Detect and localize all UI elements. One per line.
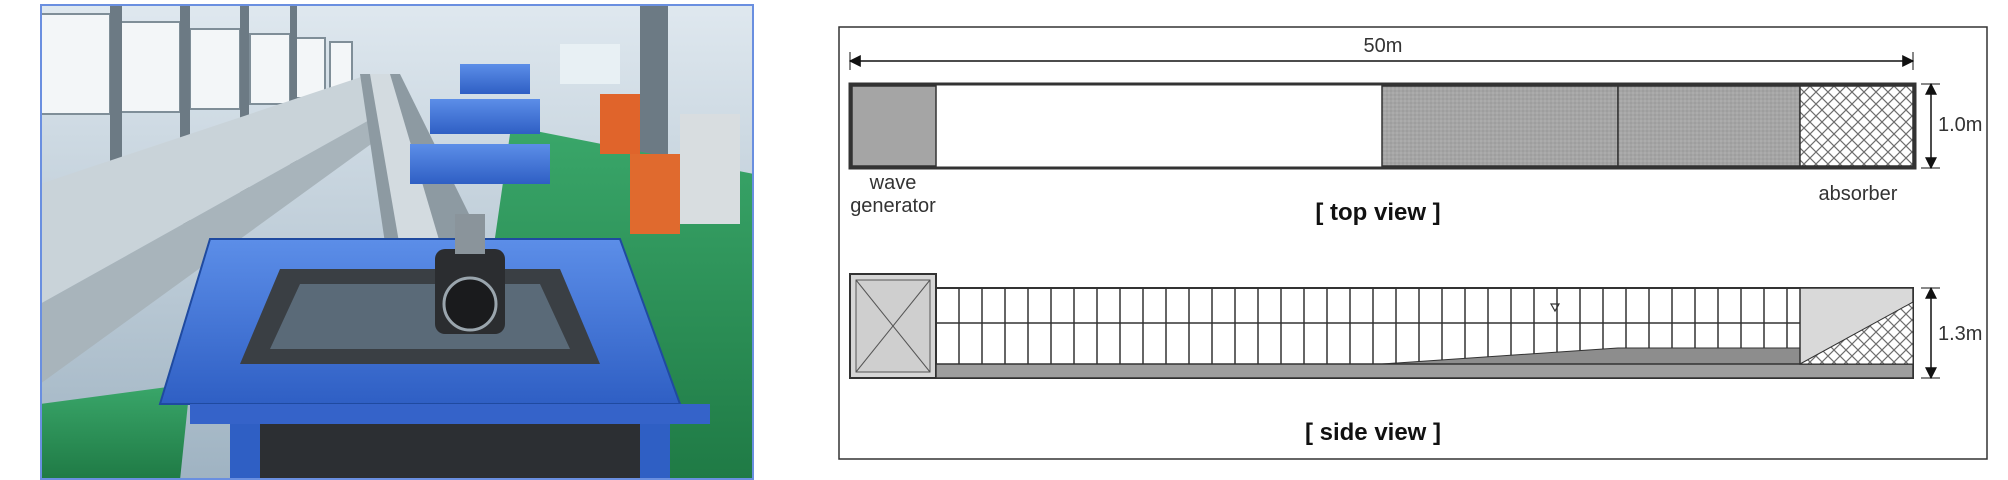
flume-floor — [935, 363, 1914, 379]
wave-flume-photo — [40, 4, 754, 480]
length-label: 50m — [1364, 35, 1403, 57]
water-level-marker — [1549, 303, 1561, 313]
sloped-zone-top — [1381, 85, 1619, 167]
top-view — [848, 82, 1917, 170]
wave-generator-label-line2: generator — [850, 195, 936, 217]
side-view — [849, 273, 1914, 379]
top-view-title: [ top view ] — [1315, 199, 1440, 226]
absorber-label: absorber — [1819, 183, 1898, 205]
flume-schematic: 50m 1.0m wave generator absorber [ top v… — [838, 26, 1988, 460]
wave-generator-label-line1: wave — [869, 172, 917, 194]
width-label: 1.0m — [1938, 114, 1982, 136]
side-view-title: [ side view ] — [1305, 419, 1441, 446]
flat-zone-top — [1617, 85, 1801, 167]
height-label: 1.3m — [1938, 323, 1982, 345]
absorber-zone-top — [1799, 85, 1914, 167]
wave-generator-zone — [851, 85, 937, 167]
